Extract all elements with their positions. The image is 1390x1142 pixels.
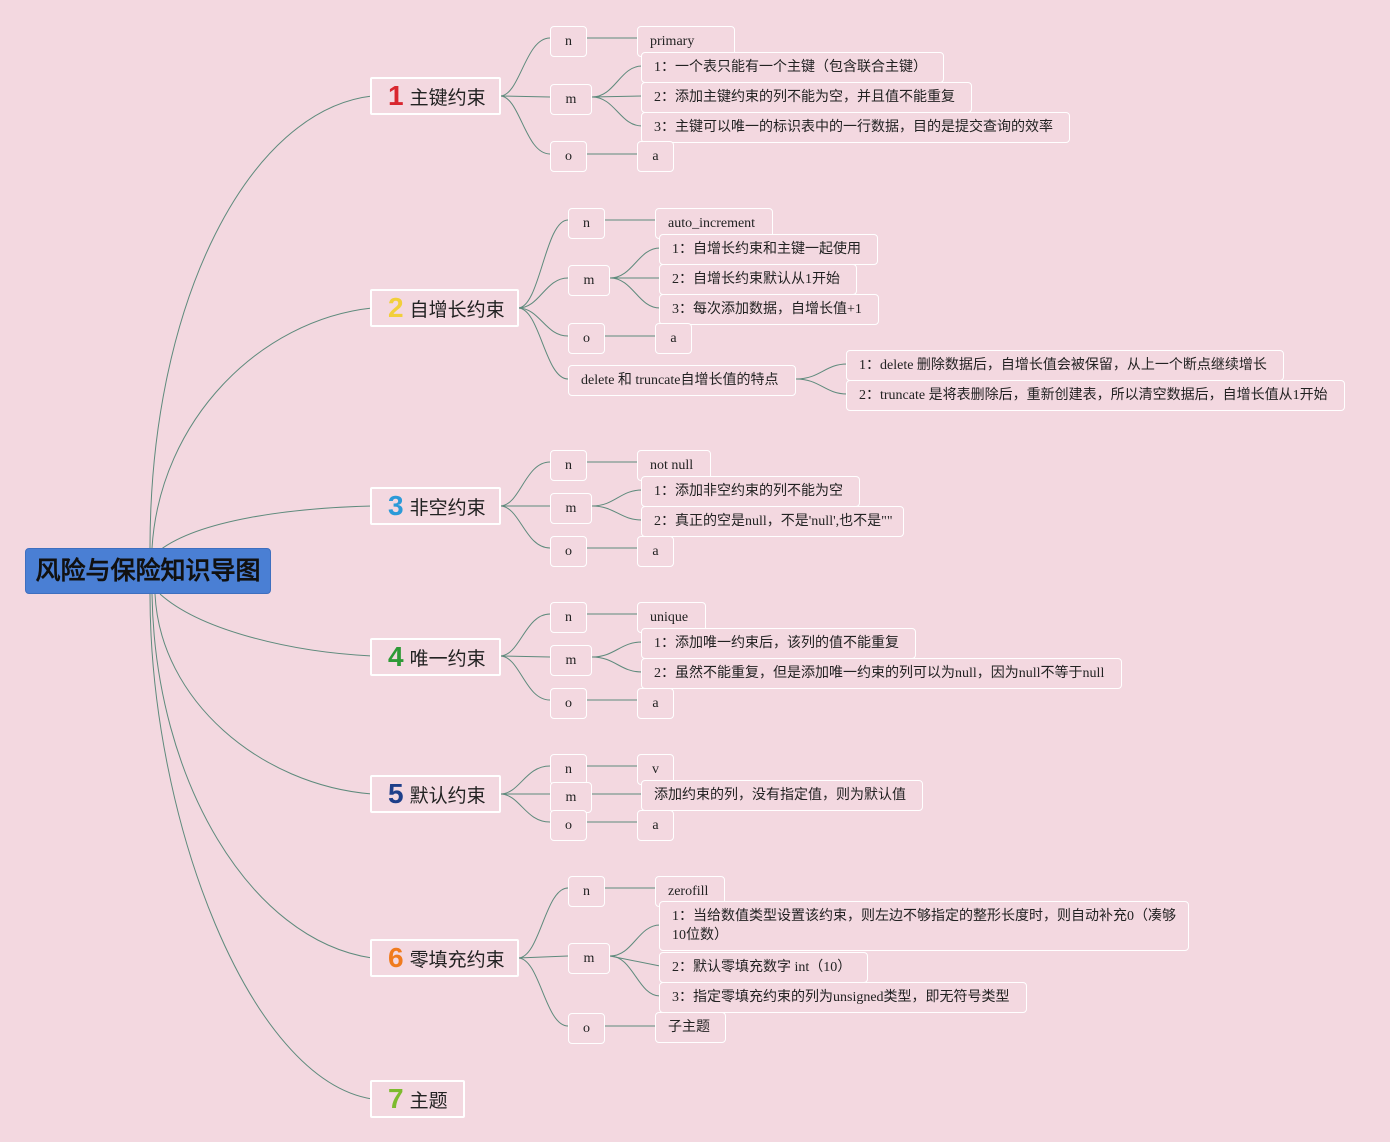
number-7-icon: 7	[388, 1083, 404, 1114]
branch-3-o-value[interactable]: a	[637, 536, 674, 567]
branch-6-m-item-2[interactable]: 2：默认零填充数字 int（10）	[659, 952, 868, 983]
branch-1-n-value[interactable]: primary	[637, 26, 735, 57]
branch-1-n-node[interactable]: n	[550, 26, 587, 57]
number-2-icon: 2	[388, 292, 404, 323]
branch-2-extra-item-2[interactable]: 2：truncate 是将表删除后，重新创建表，所以清空数据后，自增长值从1开始	[846, 380, 1345, 411]
number-1-icon: 1	[388, 80, 404, 111]
branch-5-m-item-1[interactable]: 添加约束的列，没有指定值，则为默认值	[641, 780, 923, 811]
branch-4-m-node[interactable]: m	[550, 645, 592, 676]
branch-1-topic[interactable]: 1 主键约束	[370, 77, 501, 115]
branch-3-m-item-2[interactable]: 2：真正的空是null，不是'null',也不是""	[641, 506, 904, 537]
branch-2-o-node[interactable]: o	[568, 323, 605, 354]
branch-2-o-value[interactable]: a	[655, 323, 692, 354]
branch-1-m-node[interactable]: m	[550, 84, 592, 115]
branch-7-topic[interactable]: 7 主题	[370, 1080, 465, 1118]
branch-6-o-node[interactable]: o	[568, 1013, 605, 1044]
branch-4-n-value[interactable]: unique	[637, 602, 706, 633]
branch-6-n-node[interactable]: n	[568, 876, 605, 907]
number-3-icon: 3	[388, 490, 404, 521]
branch-1-label: 主键约束	[409, 87, 486, 109]
branch-6-label: 零填充约束	[409, 949, 505, 971]
branch-2-extra-node[interactable]: delete 和 truncate自增长值的特点	[568, 365, 796, 396]
branch-5-o-node[interactable]: o	[550, 810, 587, 841]
branch-1-m-item-2[interactable]: 2：添加主键约束的列不能为空，并且值不能重复	[641, 82, 972, 113]
branch-2-extra-item-1[interactable]: 1：delete 删除数据后，自增长值会被保留，从上一个断点继续增长	[846, 350, 1284, 381]
branch-5-m-node[interactable]: m	[550, 782, 592, 813]
branch-1-m-item-3[interactable]: 3：主键可以唯一的标识表中的一行数据，目的是提交查询的效率	[641, 112, 1070, 143]
branch-4-m-item-1[interactable]: 1：添加唯一约束后，该列的值不能重复	[641, 628, 916, 659]
branch-3-topic[interactable]: 3 非空约束	[370, 487, 501, 525]
branch-3-m-item-1[interactable]: 1：添加非空约束的列不能为空	[641, 476, 860, 507]
branch-4-n-node[interactable]: n	[550, 602, 587, 633]
branch-4-label: 唯一约束	[409, 648, 486, 670]
branch-3-o-node[interactable]: o	[550, 536, 587, 567]
branch-2-n-value[interactable]: auto_increment	[655, 208, 773, 239]
branch-3-n-node[interactable]: n	[550, 450, 587, 481]
branch-1-m-item-1[interactable]: 1：一个表只能有一个主键（包含联合主键）	[641, 52, 944, 83]
branch-4-topic[interactable]: 4 唯一约束	[370, 638, 501, 676]
branch-6-m-node[interactable]: m	[568, 943, 610, 974]
branch-2-n-node[interactable]: n	[568, 208, 605, 239]
number-4-icon: 4	[388, 641, 404, 672]
branch-3-n-value[interactable]: not null	[637, 450, 711, 481]
branch-2-m-item-1[interactable]: 1：自增长约束和主键一起使用	[659, 234, 878, 265]
root-topic[interactable]: 风险与保险知识导图	[25, 548, 271, 594]
branch-5-topic[interactable]: 5 默认约束	[370, 775, 501, 813]
branch-5-o-value[interactable]: a	[637, 810, 674, 841]
branch-6-m-item-3[interactable]: 3：指定零填充约束的列为unsigned类型，即无符号类型	[659, 982, 1027, 1013]
number-5-icon: 5	[388, 778, 404, 809]
branch-6-m-item-1[interactable]: 1：当给数值类型设置该约束，则左边不够指定的整形长度时，则自动补充0（凑够10位…	[659, 901, 1189, 951]
branch-5-n-value[interactable]: v	[637, 754, 674, 785]
branch-2-m-node[interactable]: m	[568, 265, 610, 296]
branch-1-o-node[interactable]: o	[550, 141, 587, 172]
branch-4-o-value[interactable]: a	[637, 688, 674, 719]
branch-6-o-value[interactable]: 子主题	[655, 1012, 726, 1043]
branch-2-topic[interactable]: 2 自增长约束	[370, 289, 519, 327]
number-6-icon: 6	[388, 942, 404, 973]
branch-4-m-item-2[interactable]: 2：虽然不能重复，但是添加唯一约束的列可以为null，因为null不等于null	[641, 658, 1122, 689]
branch-3-m-node[interactable]: m	[550, 493, 592, 524]
branch-1-o-value[interactable]: a	[637, 141, 674, 172]
branch-2-m-item-3[interactable]: 3：每次添加数据，自增长值+1	[659, 294, 879, 325]
branch-2-m-item-2[interactable]: 2：自增长约束默认从1开始	[659, 264, 857, 295]
branch-2-label: 自增长约束	[409, 299, 505, 321]
branch-3-label: 非空约束	[409, 497, 486, 519]
branch-6-topic[interactable]: 6 零填充约束	[370, 939, 519, 977]
branch-5-n-node[interactable]: n	[550, 754, 587, 785]
branch-7-label: 主题	[409, 1090, 448, 1112]
branch-5-label: 默认约束	[409, 785, 486, 807]
branch-4-o-node[interactable]: o	[550, 688, 587, 719]
